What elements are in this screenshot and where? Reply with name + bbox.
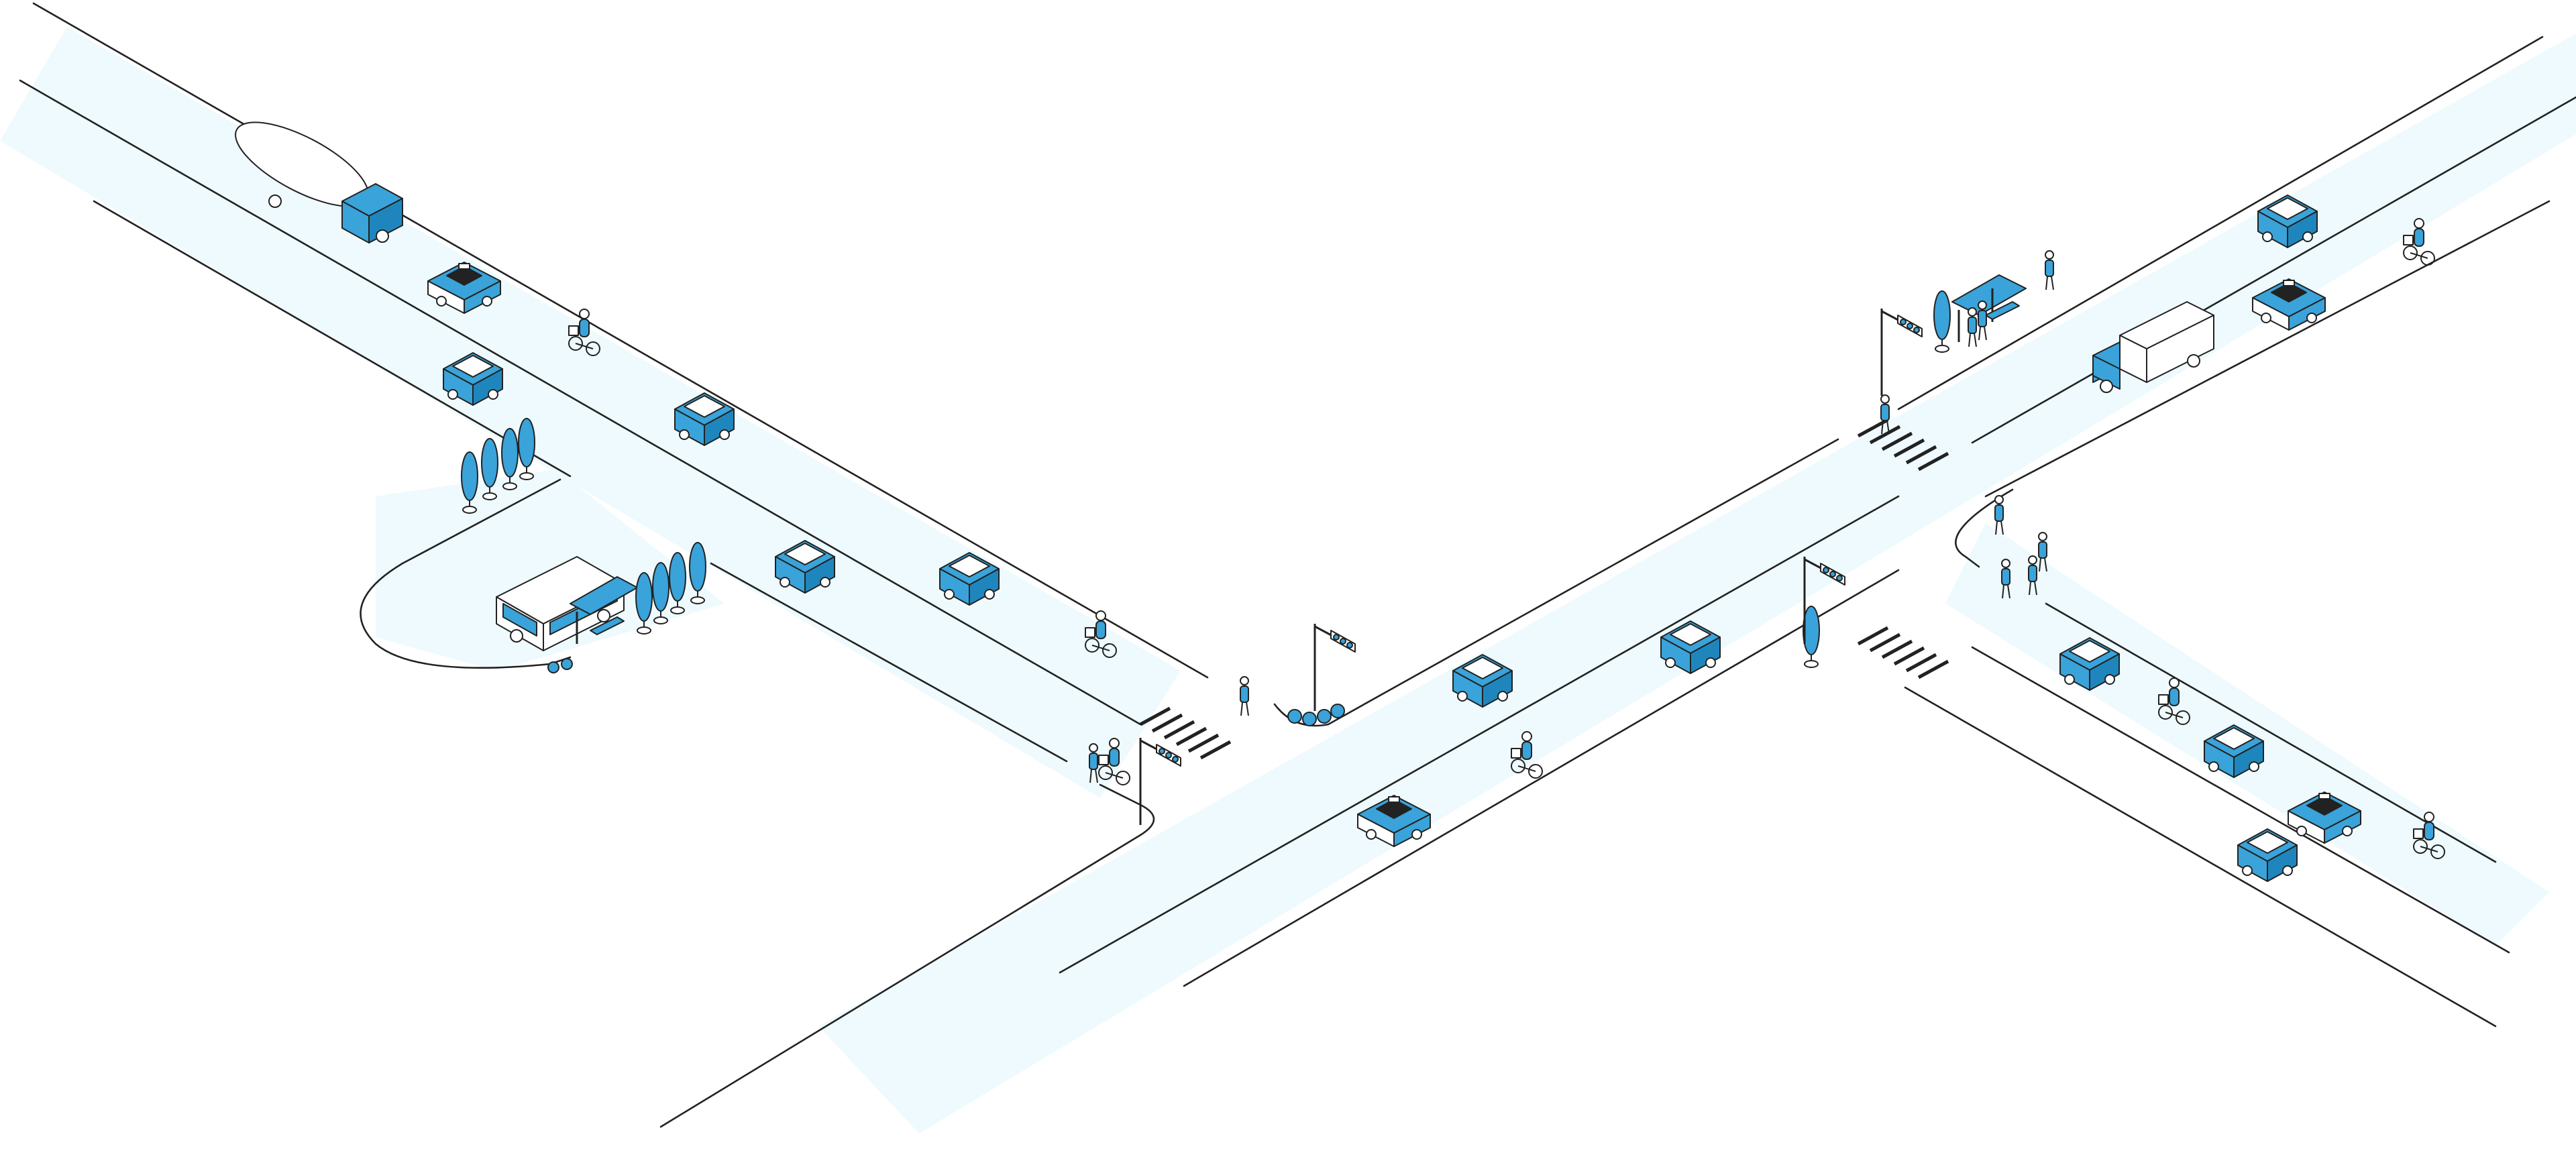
shrub-icon <box>1317 709 1332 724</box>
bus-stop-east <box>1951 274 2027 342</box>
tree-icon <box>1933 290 1951 353</box>
shrub-icon <box>1302 712 1317 726</box>
traffic-light-icon <box>1139 736 1182 826</box>
road-edges <box>19 2 2576 1128</box>
shrub-icon <box>1330 704 1345 718</box>
pedestrian-icon <box>1968 307 1977 347</box>
crosswalk-south <box>1858 628 1948 677</box>
shrub-icon <box>561 658 573 670</box>
tree-icon <box>1803 606 1820 668</box>
pedestrian-icon <box>1978 300 1987 341</box>
road-main-boulevard <box>818 34 2576 1134</box>
shrub-icon <box>547 661 559 673</box>
car <box>2237 828 2298 882</box>
box-truck <box>2092 301 2214 393</box>
road-west-avenue <box>0 27 1181 798</box>
traffic-light-icon <box>1880 307 1923 397</box>
shrub-icon <box>1287 709 1302 724</box>
pedestrian-icon <box>1240 676 1249 716</box>
traffic-signals <box>1139 307 1923 826</box>
traffic-light-icon <box>1313 622 1356 712</box>
bus-stop-west <box>461 418 706 673</box>
crosswalk-west <box>1140 708 1230 758</box>
tanker-truck <box>235 121 403 243</box>
pedestrian-icon <box>2045 250 2054 290</box>
tree-icon <box>518 418 535 480</box>
pedestrian-icon <box>1994 495 2004 535</box>
